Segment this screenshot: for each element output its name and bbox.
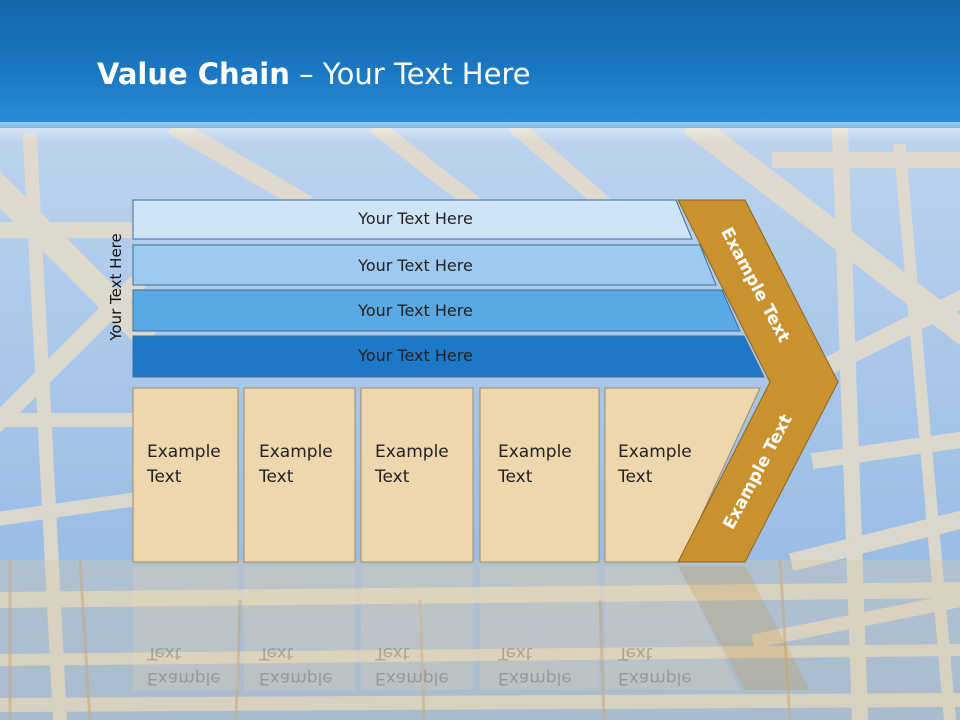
title-rest: – Your Text Here	[289, 57, 531, 91]
box-reflection-5: Example Text	[618, 643, 692, 688]
side-label: Your Text Here	[107, 233, 125, 341]
box-reflection-shape-1	[133, 566, 238, 690]
row-band-1	[132, 199, 693, 240]
title-bar	[0, 0, 960, 128]
value-chain-chevron	[677, 199, 839, 563]
value-chain-rows	[132, 199, 765, 378]
row-band-2	[132, 244, 717, 286]
box-reflection-shape-4	[480, 566, 599, 690]
box-reflection-2: Example Text	[259, 643, 333, 688]
row-band-4	[132, 335, 765, 378]
activity-box-1	[132, 387, 239, 563]
value-chain-boxes	[132, 387, 761, 563]
activity-box-4	[479, 387, 600, 563]
chevron-reflection-shape	[678, 566, 810, 690]
chevron-arrow	[677, 199, 839, 563]
box-reflection-3: Example Text	[375, 643, 449, 688]
slide-title: Value Chain – Your Text Here	[97, 54, 531, 94]
activity-box-3	[360, 387, 474, 563]
diagram-reflection	[133, 566, 810, 690]
row-band-3	[132, 289, 741, 332]
box-label-4: Example Text	[498, 442, 572, 487]
box-label-3: Example Text	[375, 442, 449, 487]
row-label-3: Your Text Here	[358, 301, 473, 320]
box-label-2: Example Text	[259, 442, 333, 487]
box-reflection-4: Example Text	[498, 643, 572, 688]
row-label-2: Your Text Here	[358, 256, 473, 275]
box-label-5: Example Text	[618, 442, 692, 487]
row-label-1: Your Text Here	[358, 209, 473, 228]
box-reflection-shape-2	[244, 566, 355, 690]
title-bold: Value Chain	[97, 57, 290, 91]
row-label-4: Your Text Here	[358, 346, 473, 365]
box-reflection-shape-5	[605, 566, 740, 690]
box-reflection-1: Example Text	[147, 643, 221, 688]
activity-box-2	[243, 387, 356, 563]
title-bar-glow	[0, 122, 960, 142]
box-reflection-shape-3	[361, 566, 473, 690]
box-label-1: Example Text	[147, 442, 221, 487]
